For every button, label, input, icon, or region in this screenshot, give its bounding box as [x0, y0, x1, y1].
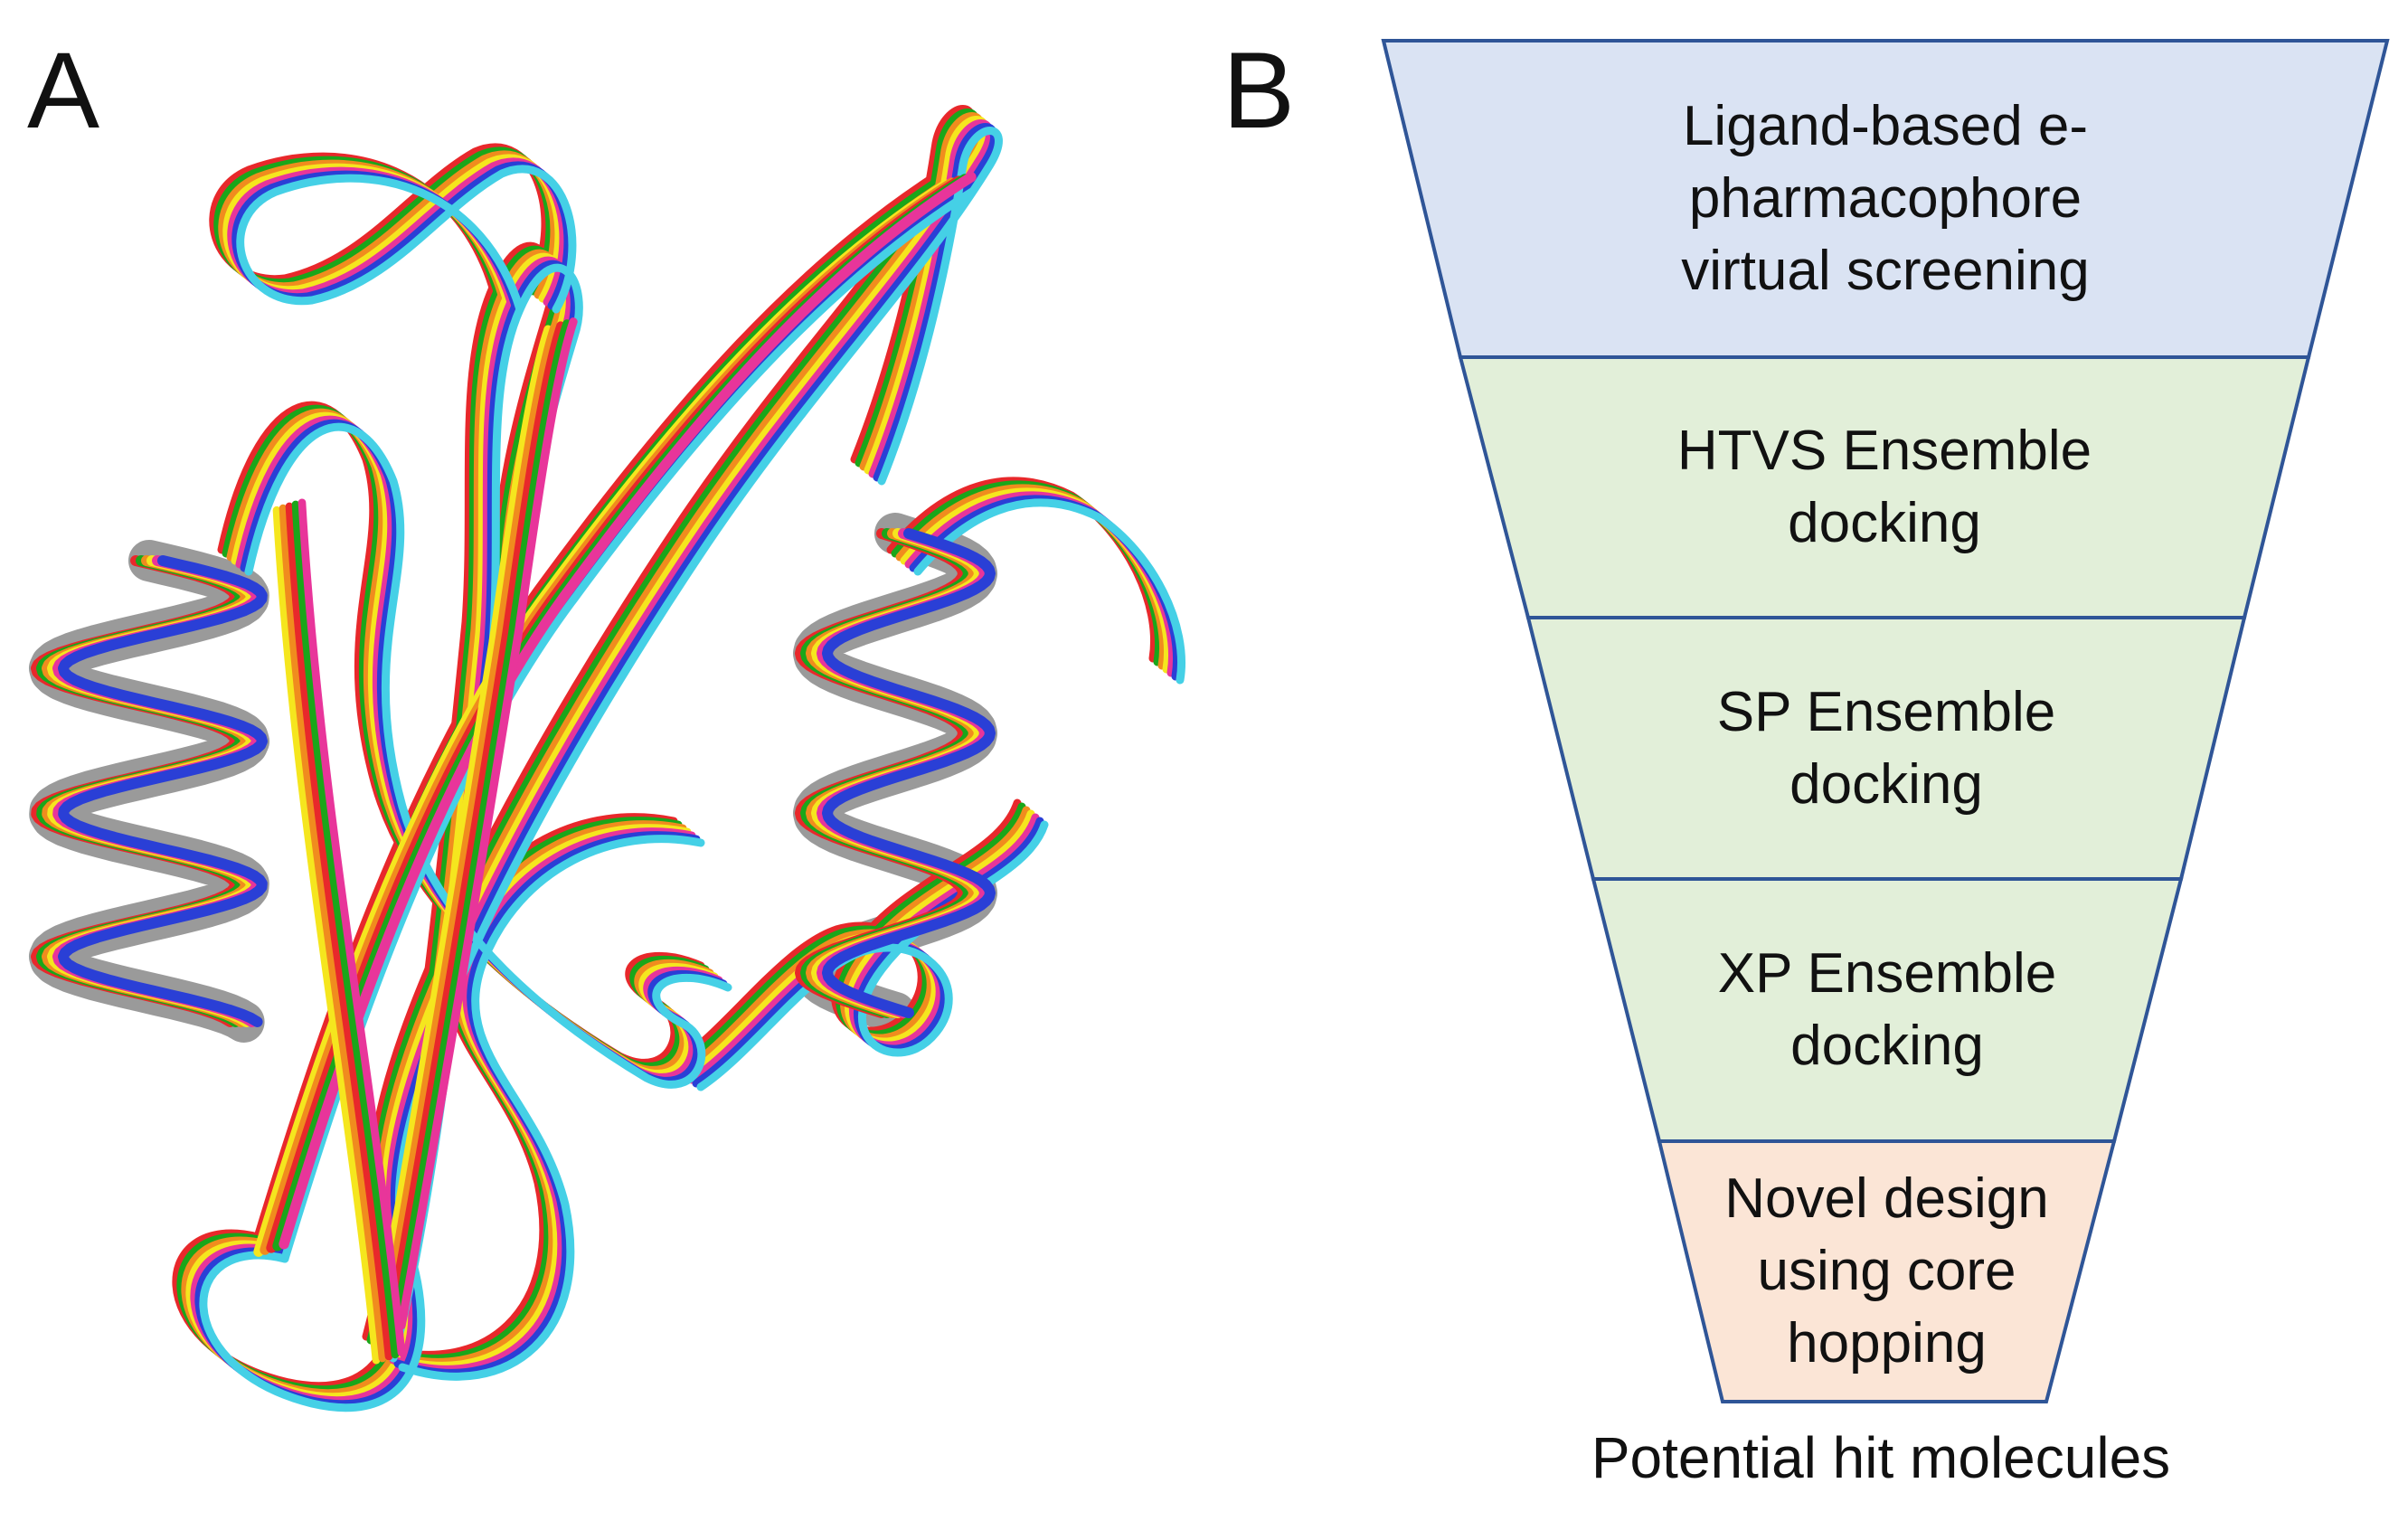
- backbone-trace-6-6: [913, 498, 1185, 685]
- funnel-tier-line: Ligand-based e-: [1682, 95, 2089, 157]
- backbone-trace-6-2: [244, 422, 732, 1089]
- funnel-tier-line: SP Ensemble: [1716, 680, 2056, 743]
- funnel-tier-line: virtual screening: [1681, 240, 2090, 302]
- funnel-tier-label-3: SP Ensemble docking: [1525, 676, 2248, 821]
- beta-strand-1-1: [378, 323, 559, 1336]
- funnel-tier-line: docking: [1789, 752, 1983, 816]
- panel-label-a: A: [27, 30, 100, 151]
- beta-strand-2-1: [279, 504, 387, 1363]
- funnel-tier-label-4: XP Ensemble docking: [1525, 938, 2249, 1082]
- funnel-tier-line: hopping: [1787, 1312, 1987, 1375]
- panel-label-b: B: [1223, 30, 1296, 151]
- funnel-tier-line: docking: [1788, 492, 1981, 554]
- beta-strand-2-3: [291, 500, 400, 1359]
- beta-strand-1-4: [397, 317, 578, 1330]
- beta-strand-1-3: [391, 319, 571, 1332]
- beta-strand-2-0: [272, 505, 381, 1365]
- funnel-tier-label-2: HTVS Ensemble docking: [1523, 415, 2246, 560]
- backbone-trace-6-4: [236, 165, 577, 314]
- backbone-trace-0-7: [253, 165, 949, 1242]
- beta-strand-2-2: [285, 502, 393, 1361]
- funnel-tier-line: using core: [1757, 1240, 2016, 1302]
- funnel-caption: Potential hit molecules: [1591, 1425, 2171, 1490]
- backbone-trace-6-0: [199, 127, 1003, 1412]
- helix-left-5: [58, 555, 268, 1027]
- backbone-trace-6-3: [398, 835, 705, 1381]
- beta-strand-2-4: [297, 498, 406, 1357]
- funnel-tier-line: pharmacophore: [1688, 167, 2082, 230]
- backbone-trace-1-6: [891, 480, 1163, 666]
- protein-ribbon-structure: [29, 105, 1185, 1412]
- funnel-tier-line: docking: [1790, 1015, 1984, 1077]
- backbone-trace-2-5: [678, 806, 1031, 1077]
- helix-right-5: [822, 528, 996, 1018]
- funnel-tier-5: [1657, 1139, 2117, 1403]
- funnel-tier-line: XP Ensemble: [1717, 942, 2057, 1005]
- funnel-tier-label-1: Ligand-based e-pharmacophore virtual scre…: [1524, 90, 2247, 307]
- funnel-tier-label-5: Novel design using core hopping: [1525, 1163, 2249, 1380]
- funnel-tier-line: HTVS Ensemble: [1676, 420, 2092, 482]
- beta-strand-1-2: [384, 321, 565, 1334]
- screening-funnel: [1381, 39, 2390, 1403]
- beta-strand-1-0: [372, 325, 552, 1337]
- funnel-tier-line: Novel design: [1724, 1167, 2049, 1230]
